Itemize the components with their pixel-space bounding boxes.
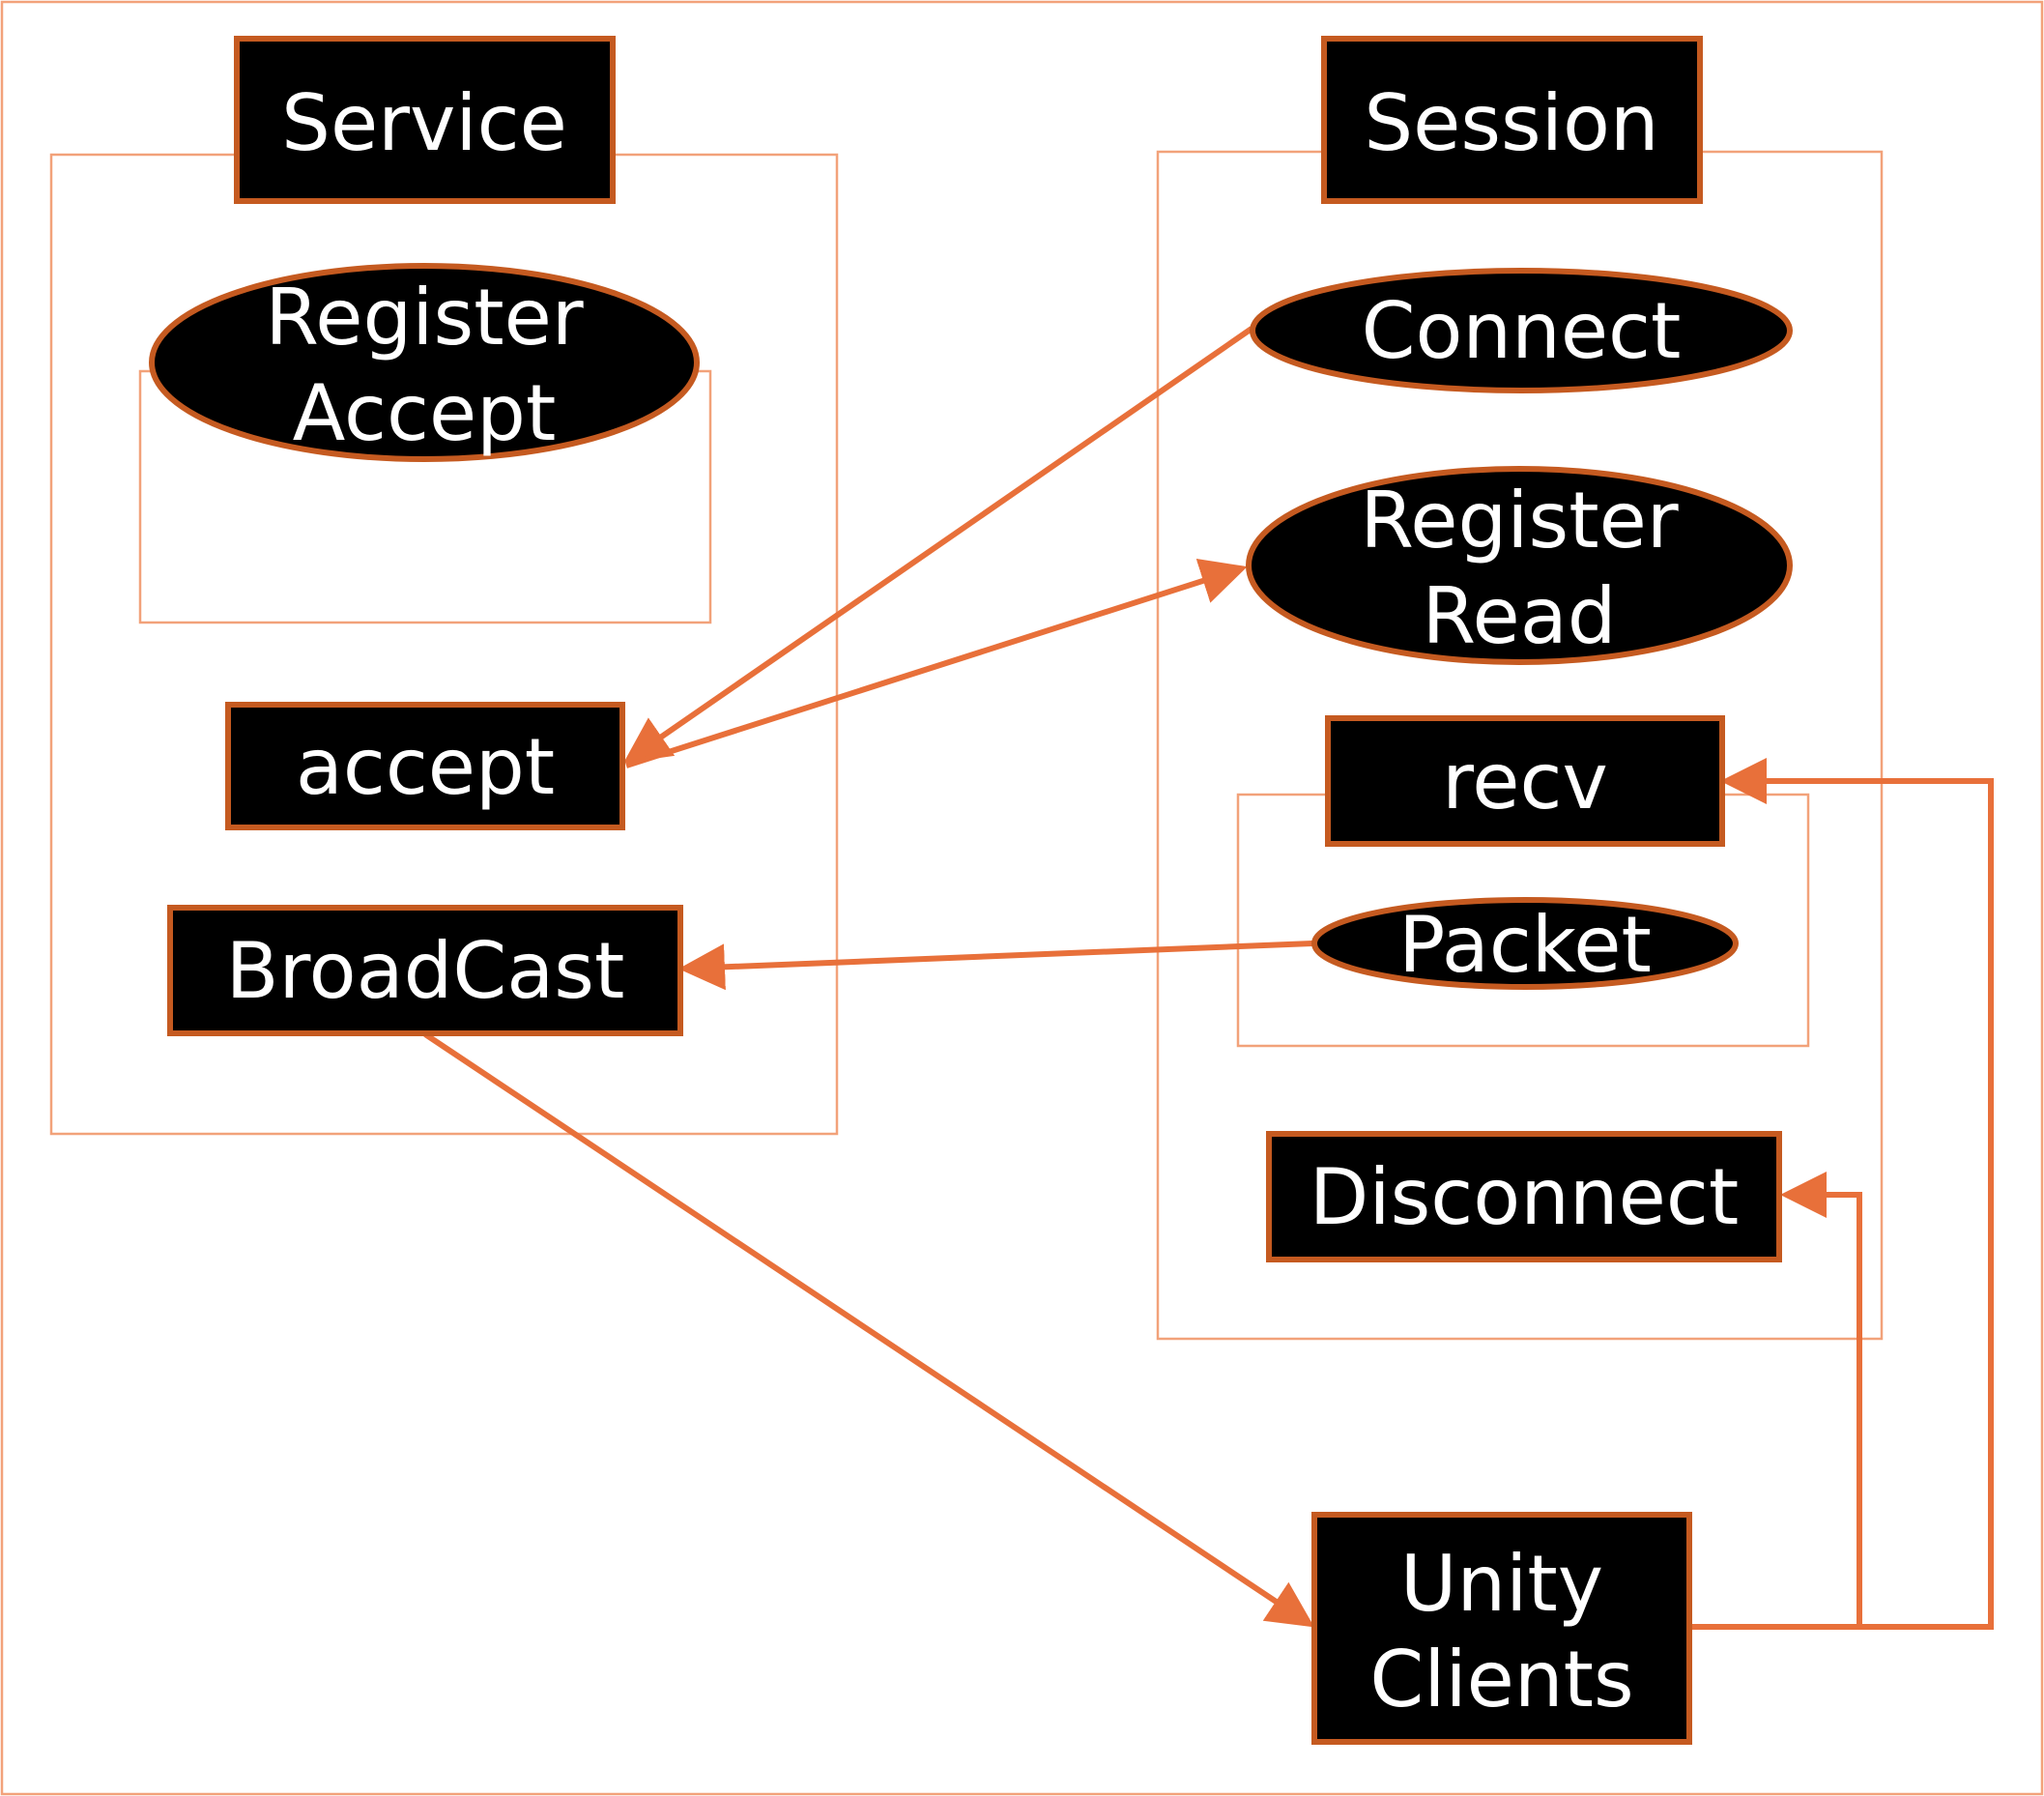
session-title-label: Session — [1364, 78, 1658, 168]
register-accept-label-line1: Register — [265, 273, 583, 362]
register-accept-label-line2: Accept — [293, 368, 557, 458]
register-read-node[interactable]: Register Read — [1246, 466, 1793, 665]
connect-node[interactable]: Connect — [1250, 268, 1793, 393]
arrow-unity-clients-to-recv — [1689, 758, 1994, 1630]
unity-clients-node[interactable]: Unity Clients — [1311, 1512, 1692, 1745]
register-accept-node[interactable]: Register Accept — [149, 263, 700, 462]
register-read-label-line1: Register — [1360, 476, 1678, 565]
session-title-node[interactable]: Session — [1321, 36, 1703, 204]
arrow-packet-to-broadcast — [678, 941, 1313, 991]
packet-label: Packet — [1398, 900, 1652, 990]
unity-clients-label-line2: Clients — [1369, 1635, 1633, 1724]
recv-node[interactable]: recv — [1325, 715, 1725, 847]
service-title-node[interactable]: Service — [234, 36, 616, 204]
accept-label: accept — [296, 722, 555, 812]
unity-clients-label-line1: Unity — [1400, 1539, 1603, 1629]
disconnect-label: Disconnect — [1310, 1152, 1739, 1242]
broadcast-node[interactable]: BroadCast — [167, 905, 683, 1036]
packet-node[interactable]: Packet — [1311, 897, 1739, 990]
disconnect-node[interactable]: Disconnect — [1266, 1131, 1782, 1262]
service-title-label: Service — [281, 78, 567, 168]
broadcast-label: BroadCast — [226, 926, 625, 1016]
arrow-broadcast-to-unity-clients — [423, 1031, 1314, 1628]
register-read-label-line2: Read — [1422, 571, 1616, 661]
recv-label: recv — [1442, 737, 1608, 826]
arrow-accept-to-register-read — [625, 558, 1248, 768]
arrow-connect-to-accept — [623, 326, 1253, 764]
arrow-unity-clients-to-disconnect — [1780, 1172, 1862, 1627]
connect-label: Connect — [1362, 286, 1682, 376]
accept-node[interactable]: accept — [225, 702, 625, 830]
